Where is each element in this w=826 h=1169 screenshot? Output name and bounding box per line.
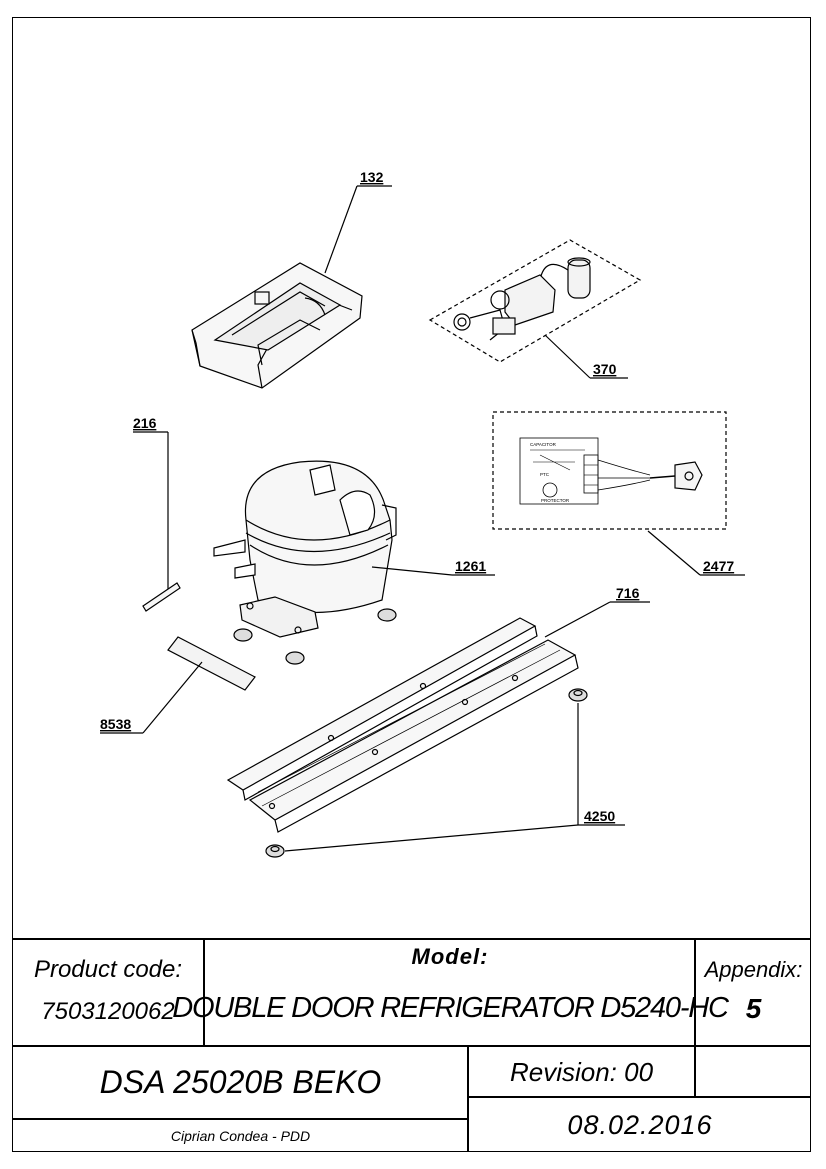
- callout-370: 370: [593, 361, 617, 377]
- leader-2477: [647, 530, 701, 576]
- callout-4250: 4250: [584, 808, 615, 824]
- leader-716: [544, 601, 611, 638]
- title-block-lower-rule-left: [12, 1118, 467, 1120]
- ptc-label: PTC: [540, 472, 550, 477]
- part-1261-compressor: [213, 460, 397, 665]
- title-block-divider-1: [203, 938, 205, 1046]
- appendix-label: Appendix:: [704, 957, 803, 982]
- product-code-label: Product code:: [33, 956, 183, 983]
- exploded-parts-drawing: 132 370 216 2477 1261 716 8538 4250 CAPA…: [100, 169, 745, 858]
- callout-1261: 1261: [455, 558, 486, 574]
- leader-8538: [142, 661, 203, 734]
- drawing-sheet-border: [12, 17, 811, 1152]
- leader-132: [324, 185, 358, 274]
- title-block-top-rule: [12, 938, 811, 940]
- callout-8538: 8538: [100, 716, 131, 732]
- model-value: DOUBLE DOOR REFRIGERATOR D5240-HC: [172, 991, 729, 1024]
- capacitor-label: CAPACITOR: [530, 442, 557, 447]
- protector-label: PROTECTOR: [541, 498, 570, 503]
- appendix-value: 5: [745, 993, 762, 1024]
- callout-132: 132: [360, 169, 384, 185]
- callout-716: 716: [616, 585, 640, 601]
- model-label: Model:: [411, 944, 489, 969]
- part-8538-plate: [167, 636, 256, 691]
- title-block-divider-2: [694, 938, 696, 1046]
- author: Ciprian Condea - PDD: [170, 1128, 311, 1144]
- leader-4250-b: [284, 824, 579, 852]
- date: 08.02.2016: [567, 1109, 713, 1140]
- title-block-lower-rule-right: [467, 1096, 811, 1098]
- title-block-divider-4: [694, 1045, 696, 1097]
- leader-1261: [371, 566, 453, 576]
- part-2477-wiring-harness: [492, 411, 727, 530]
- title-block-row-rule: [12, 1045, 811, 1047]
- revision: Revision: 00: [509, 1056, 654, 1087]
- part-370-relay-kit: [428, 239, 642, 363]
- part-4250-grommets: [265, 688, 588, 858]
- compressor-model: DSA 25020B BEKO: [99, 1063, 382, 1100]
- leader-370: [544, 334, 591, 379]
- title-block-divider-3: [467, 1045, 469, 1152]
- callout-216: 216: [133, 415, 157, 431]
- product-code-value: 7503120062: [41, 998, 175, 1025]
- part-132-tray: [191, 262, 363, 389]
- part-716-base-rails: [226, 617, 579, 833]
- callout-2477: 2477: [703, 558, 734, 574]
- part-216-tube: [142, 582, 181, 612]
